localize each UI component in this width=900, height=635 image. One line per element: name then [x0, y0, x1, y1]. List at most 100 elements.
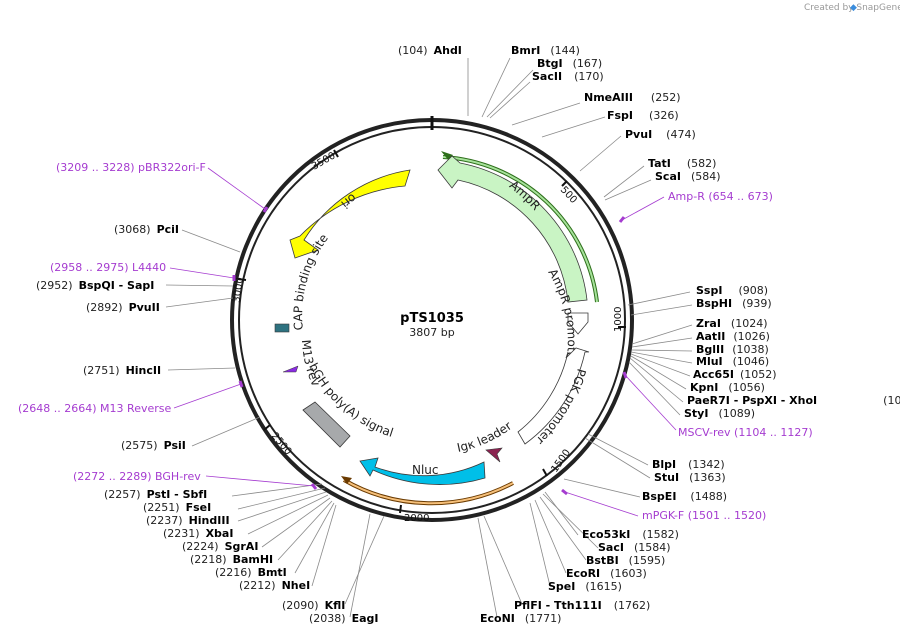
igk-leader-arrow[interactable] — [485, 447, 503, 463]
enzyme-site-aatii[interactable]: AatII(1026) — [696, 330, 770, 343]
leader-bspei — [563, 478, 641, 498]
primer-label-ampr: Amp-R (654 .. 673) — [668, 190, 773, 203]
enzyme-site-econi[interactable]: EcoNI(1771) — [480, 612, 561, 625]
enzyme-site-bspei[interactable]: BspEI(1488) — [642, 490, 727, 503]
enzyme-name-bmti: BmtI — [258, 566, 287, 579]
enzyme-name-pflfi: PflFI - Tth111I — [514, 599, 602, 612]
leader-styi — [628, 361, 681, 416]
enzyme-pos-scai: (584) — [691, 170, 721, 183]
enzyme-pos-pflfi: (1762) — [614, 599, 651, 612]
leader-saci — [542, 493, 599, 549]
enzyme-site-scai[interactable]: ScaI(584) — [655, 170, 721, 183]
leader-kfli — [344, 515, 385, 605]
enzyme-site-sspi[interactable]: SspI(908) — [696, 284, 768, 297]
leader-eagi — [349, 513, 371, 618]
primer-label-m13reverse: (2648 .. 2664) M13 Reverse — [18, 402, 171, 415]
leader-sspi — [627, 291, 691, 306]
enzyme-name-pvuii: PvuII — [129, 301, 160, 314]
enzyme-name-saci: SacI — [598, 541, 624, 554]
enzyme-site-bstbi[interactable]: BstBI(1595) — [586, 554, 665, 567]
enzyme-site-saci[interactable]: SacI (1584) — [598, 541, 671, 554]
enzyme-site-bmti[interactable]: (2216)BmtI — [215, 566, 287, 579]
enzyme-site-kpni[interactable]: KpnI(1056) — [690, 381, 765, 394]
igk-leader-label-path: Igκ leader — [456, 419, 515, 455]
leader-acc65i — [630, 353, 691, 377]
enzyme-pos-pvui: (474) — [666, 128, 696, 141]
enzyme-name-psii: PsiI — [164, 439, 186, 452]
nluc-feature-arrow[interactable] — [359, 457, 486, 485]
enzyme-pos-kfli: (2090) — [282, 599, 319, 612]
enzyme-site-zrai[interactable]: ZraI(1024) — [696, 317, 768, 330]
enzyme-site-stui[interactable]: StuI(1363) — [654, 471, 726, 484]
enzyme-pos-nhei: (2212) — [239, 579, 276, 592]
enzyme-pos-stui: (1363) — [689, 471, 726, 484]
enzyme-site-psti[interactable]: (2257)PstI - SbfI — [104, 488, 207, 501]
enzyme-pos-bspqi: (2952) — [36, 279, 73, 292]
enzyme-name-eagi: EagI — [352, 612, 379, 625]
enzyme-site-tati[interactable]: TatI(582) — [648, 157, 716, 170]
leader-fsei — [237, 487, 326, 510]
pgk-promoter-arrow[interactable] — [517, 347, 590, 445]
enzyme-site-pvui[interactable]: PvuI(474) — [625, 128, 696, 141]
leader-xbai — [247, 494, 329, 535]
enzyme-site-eagi[interactable]: (2038)EagI — [309, 612, 378, 625]
enzyme-pos-saci: (1584) — [634, 541, 671, 554]
enzyme-site-bspqi[interactable]: (2952)BspQI - SapI — [36, 279, 154, 292]
ampr-feature-arrow[interactable] — [437, 155, 588, 303]
enzyme-site-pflfi[interactable]: PflFI - Tth111I (1762) — [514, 599, 650, 612]
enzyme-site-kfli[interactable]: (2090)KflI — [282, 599, 345, 612]
enzyme-site-mlui[interactable]: MluI(1046) — [696, 355, 769, 368]
enzyme-site-fsei[interactable]: (2251)FseI — [143, 501, 211, 514]
leader-econi — [477, 517, 498, 618]
bgh-polya-feature[interactable] — [302, 401, 351, 448]
enzyme-site-sacii[interactable]: SacII(170) — [532, 70, 604, 83]
enzyme-site-xbai[interactable]: (2231)XbaI — [163, 527, 233, 540]
primer-leader-m13reverse — [173, 383, 242, 409]
m13-rev-arrow[interactable] — [282, 365, 299, 373]
enzyme-site-spei[interactable]: SpeI(1615) — [548, 580, 622, 593]
enzyme-site-pcii[interactable]: (3068)PciI — [114, 223, 179, 236]
enzyme-site-nmeaiii[interactable]: NmeAIII(252) — [584, 91, 681, 104]
tick-500 — [561, 180, 568, 187]
enzyme-site-ecori[interactable]: EcoRI(1603) — [566, 567, 647, 580]
ori-feature-arrow[interactable] — [289, 169, 411, 259]
enzyme-site-psii[interactable]: (2575)PsiI — [121, 439, 186, 452]
primer-leader-l4440 — [169, 267, 235, 279]
leader-pflfi — [483, 515, 523, 605]
enzyme-pos-hincii: (2751) — [83, 364, 120, 377]
enzyme-site-paer7i[interactable]: PaeR7I - PspXI - XhoI(1058) — [687, 394, 900, 407]
enzyme-site-blpi[interactable]: BlpI(1342) — [652, 458, 725, 471]
enzyme-pos-sspi: (908) — [738, 284, 768, 297]
enzyme-site-sgrai[interactable]: (2224)SgrAI — [182, 540, 258, 553]
enzyme-site-nhei[interactable]: (2212) NheI — [239, 579, 310, 592]
cap-binding-site-marker[interactable] — [274, 323, 290, 333]
enzyme-name-pcii: PciI — [157, 223, 179, 236]
enzyme-site-acc65i[interactable]: Acc65I(1052) — [693, 368, 777, 381]
enzyme-name-blpi: BlpI — [652, 458, 676, 471]
enzyme-name-fspi: FspI — [607, 109, 633, 122]
leader-sgrai — [261, 497, 331, 548]
enzyme-site-styi[interactable]: StyI(1089) — [684, 407, 755, 420]
enzyme-site-hincii[interactable]: (2751)HincII — [83, 364, 161, 377]
enzyme-pos-styi: (1089) — [718, 407, 755, 420]
leader-zrai — [631, 324, 693, 345]
enzyme-site-hindiii[interactable]: (2237)HindIII — [146, 514, 230, 527]
enzyme-site-bmri[interactable]: BmrI(144) — [511, 44, 580, 57]
enzyme-pos-nmeaiii: (252) — [651, 91, 681, 104]
enzyme-site-bsphi[interactable]: BspHI(939) — [696, 297, 772, 310]
enzyme-pos-fsei: (2251) — [143, 501, 180, 514]
enzyme-site-bamhi[interactable]: (2218)BamHI — [190, 553, 273, 566]
enzyme-site-btgi[interactable]: BtgI(167) — [537, 57, 602, 70]
leader-bspqi — [165, 284, 234, 287]
enzyme-site-eco53ki[interactable]: Eco53kI(1582) — [582, 528, 679, 541]
enzyme-name-bmri: BmrI — [511, 44, 540, 57]
enzyme-site-bglii[interactable]: BglII(1038) — [696, 343, 769, 356]
enzyme-site-ahdi[interactable]: (104)AhdI — [398, 44, 462, 57]
ampr-promoter-arrow[interactable] — [567, 312, 589, 335]
tick-1500 — [542, 468, 548, 477]
tick-2000 — [399, 504, 402, 514]
enzyme-name-nhei: NheI — [282, 579, 311, 592]
enzyme-name-bstbi: BstBI — [586, 554, 619, 567]
enzyme-site-fspi[interactable]: FspI(326) — [607, 109, 679, 122]
enzyme-site-pvuii[interactable]: (2892)PvuII — [86, 301, 160, 314]
